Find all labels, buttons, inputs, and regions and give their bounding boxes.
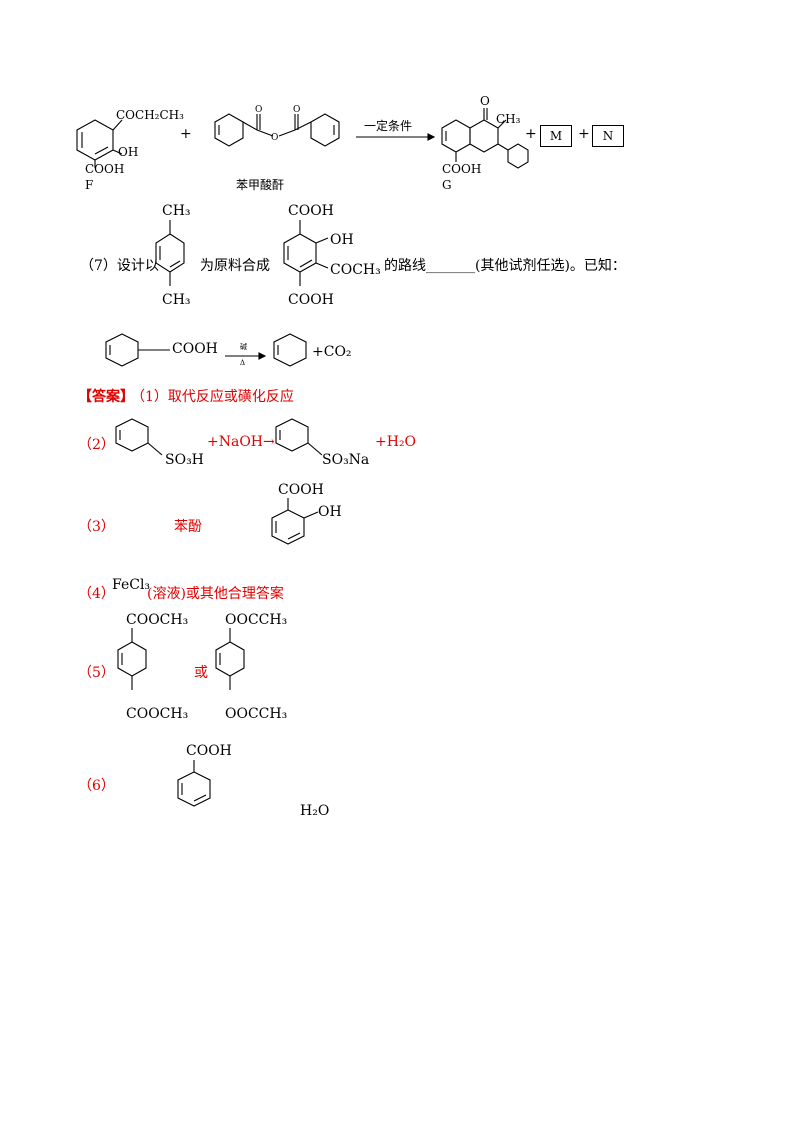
answer-6-number: （6） [78,778,115,794]
compound-g-structure [441,108,529,169]
target-cooh-bottom: COOH [288,292,334,308]
p-xylene-structure [155,220,185,286]
a5-ester-top: COOCH₃ [126,612,189,628]
anhydride-name: 苯甲酸酐 [236,178,285,192]
benzoic-anhydride-structure: O O O [214,105,340,147]
plus-sign-2: + [525,126,537,142]
known-benzene-structure [273,333,307,367]
a3-oh: OH [318,504,342,520]
answer-3-number: （3） [78,519,115,535]
compound-f-label: F [85,178,94,192]
q7-prefix: （7）设计以 [80,258,159,274]
a5-acyl-bottom: OOCCH₃ [225,706,288,722]
f-carboxyl: COOH [85,162,125,176]
known-condition-bottom: Δ [240,359,246,367]
a5-ester-bottom: COOCH₃ [126,706,189,722]
f-acyl-group: COCH₂CH₃ [116,108,184,122]
compound-g-label: G [442,178,452,192]
salicylic-acid-structure [271,498,319,545]
target-cooh-top: COOH [288,203,334,219]
a5-or: 或 [194,665,208,681]
a6-h2o: H₂O [300,803,330,819]
a2-h2o: +H₂O [375,434,417,450]
g-carbonyl-o: O [480,94,490,108]
svg-text:O: O [255,105,262,115]
target-structure [283,220,329,286]
plus-sign-1: + [180,126,192,142]
answer-1: （1）取代反应或磺化反应 [131,389,294,405]
a3-phenol: 苯酚 [174,519,202,535]
a3-cooh: COOH [278,482,324,498]
target-coch3: COCH₃ [330,262,381,278]
known-cooh: COOH [172,341,218,357]
benzoic-acid-structure [177,760,211,807]
g-carboxyl: COOH [442,162,482,176]
answer-5-number: （5） [78,665,115,681]
start-ch3-bottom: CH₃ [162,292,191,308]
svg-text:O: O [293,105,300,115]
a2-so3h: SO₃H [165,452,204,468]
known-benzoic-acid-structure [105,333,170,367]
product-m-box: M [540,125,572,147]
a2-so3na: SO₃Na [322,452,370,468]
a5-acyl-top: OOCCH₃ [225,612,288,628]
plus-sign-3: + [578,126,590,142]
known-condition-top: 碱 [240,343,247,351]
reaction-condition: 一定条件 [364,119,413,133]
known-product: +CO₂ [312,344,352,360]
answer-4-number: （4） [78,586,115,602]
answer-2-number: （2） [78,437,115,453]
dimethyl-terephthalate-structure [117,628,147,690]
a4-fecl3: FeCl₃ [112,577,151,593]
a4-text: (溶液)或其他合理答案 [147,586,284,602]
q7-suffix: 的路线_______(其他试剂任选)。已知： [384,258,626,274]
a6-cooh: COOH [186,743,232,759]
target-oh: OH [330,232,354,248]
a2-naoh: +NaOH→ [207,434,275,450]
hydroquinone-diacetate-structure [215,628,245,690]
answer-header: 【答案】 [78,389,134,405]
q7-middle: 为原料合成 [200,258,270,274]
g-methyl: CH₃ [496,112,521,126]
f-hydroxyl: OH [118,145,139,159]
product-n-box: N [592,125,624,147]
start-ch3-top: CH₃ [162,203,191,219]
benzenesulfonic-acid-structure [115,418,163,456]
svg-text:O: O [271,133,278,143]
reaction-arrow [356,133,436,141]
known-reaction-arrow [225,352,267,360]
compound-f-structure [76,119,123,168]
sodium-benzenesulfonate-structure [275,418,323,456]
